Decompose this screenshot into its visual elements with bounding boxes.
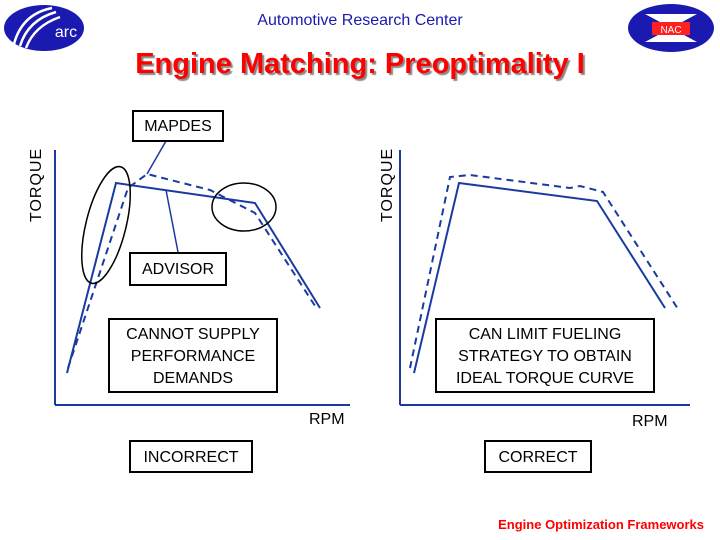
mapdes-callout-box: MAPDES	[132, 110, 224, 142]
arc-logo: arc	[4, 5, 84, 51]
right-x-axis-label: RPM	[632, 413, 668, 430]
slide-title: Engine Matching: Preoptimality I	[135, 48, 585, 80]
left-y-axis-label: TORQUE	[28, 147, 45, 222]
left-x-axis-label: RPM	[309, 411, 345, 428]
right-note-line: CAN LIMIT FUELING	[468, 326, 622, 343]
left-mapdes-curve	[67, 172, 318, 369]
nac-logo: NAC	[628, 4, 714, 52]
nac-logo-text: NAC	[660, 25, 681, 36]
right-axes	[399, 150, 690, 406]
left-note-line: CANNOT SUPPLY	[126, 326, 260, 343]
footer-text: Engine Optimization Frameworks	[498, 517, 704, 532]
right-note-line: IDEAL TORQUE CURVE	[455, 370, 635, 387]
left-note-box: CANNOT SUPPLY PERFORMANCE DEMANDS	[108, 318, 278, 393]
left-axes	[54, 150, 350, 406]
right-y-axis-label: TORQUE	[379, 147, 396, 222]
mapdes-label: MAPDES	[144, 118, 212, 135]
advisor-callout-box: ADVISOR	[129, 252, 227, 286]
correct-box: CORRECT	[484, 440, 592, 473]
left-note-line: DEMANDS	[152, 370, 233, 387]
incorrect-box: INCORRECT	[129, 440, 253, 473]
advisor-callout-line	[165, 189, 179, 253]
incorrect-label: INCORRECT	[143, 449, 239, 466]
left-note-line: PERFORMANCE	[130, 348, 256, 365]
org-name: Automotive Research Center	[257, 12, 463, 29]
mapdes-callout-line	[146, 140, 167, 175]
left-advisor-curve	[66, 181, 321, 374]
right-note-line: STRATEGY TO OBTAIN	[458, 348, 632, 365]
left-high-rpm-ellipse	[211, 182, 277, 232]
right-dashed-curve	[409, 173, 679, 369]
correct-label: CORRECT	[498, 449, 578, 466]
left-low-rpm-ellipse	[81, 165, 131, 285]
arc-logo-text: arc	[55, 24, 77, 41]
right-note-box: CAN LIMIT FUELING STRATEGY TO OBTAIN IDE…	[435, 318, 655, 393]
advisor-label: ADVISOR	[141, 261, 214, 278]
right-solid-curve	[413, 181, 666, 374]
